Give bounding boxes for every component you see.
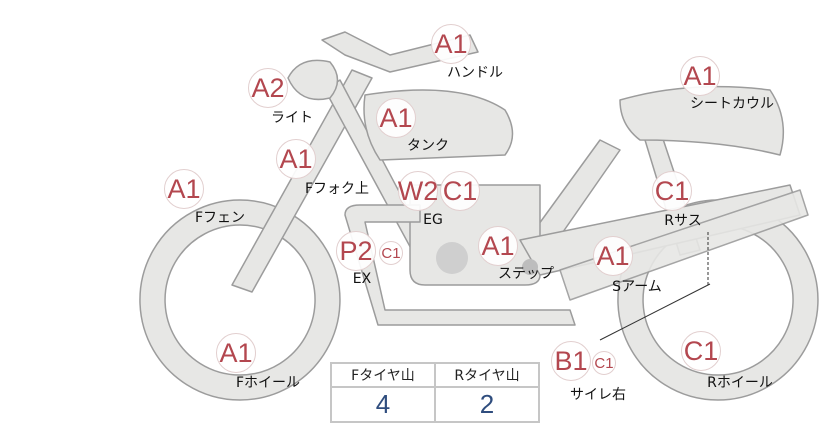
part-label: Fフォク上 xyxy=(304,181,370,197)
condition-badge: A2 xyxy=(248,68,288,108)
condition-badge: A1 xyxy=(164,169,204,209)
part-label: EX xyxy=(352,271,372,287)
condition-badge: C1 xyxy=(681,331,721,371)
rear-tread-value: 2 xyxy=(434,386,540,423)
part-label: Sアーム xyxy=(612,279,662,295)
exhaust-pipe xyxy=(344,204,576,326)
condition-badge-secondary: C1 xyxy=(592,351,616,375)
footpeg xyxy=(522,259,538,275)
part-label: Fフェン xyxy=(194,210,246,226)
condition-badge: A1 xyxy=(216,333,256,373)
front-tread-value: 4 xyxy=(330,386,436,423)
front-wheel xyxy=(139,199,341,401)
part-label: タンク xyxy=(407,138,449,154)
condition-badge: A1 xyxy=(376,98,416,138)
part-label: シートカウル xyxy=(690,96,774,112)
condition-badge: P2 xyxy=(336,231,376,271)
front-tread-header: Fタイヤ山 xyxy=(330,362,436,388)
rear-tread-header: Rタイヤ山 xyxy=(434,362,540,388)
condition-badge: W2 xyxy=(398,171,438,211)
muffler-leader-line xyxy=(599,283,711,341)
engine-cover xyxy=(436,242,468,274)
front-fork xyxy=(231,69,373,293)
part-label: ハンドル xyxy=(447,65,503,81)
part-label: ステップ xyxy=(498,266,554,282)
part-label: Rサス xyxy=(664,213,702,229)
part-label: Rホイール xyxy=(707,375,773,391)
condition-badge: B1 xyxy=(551,341,591,381)
condition-badge: A1 xyxy=(593,236,633,276)
condition-badge-secondary: C1 xyxy=(440,171,480,211)
condition-badge: A1 xyxy=(431,24,471,64)
condition-badge: C1 xyxy=(652,171,692,211)
condition-badge: A1 xyxy=(680,56,720,96)
condition-badge: A1 xyxy=(276,139,316,179)
part-label: サイレ右 xyxy=(570,387,626,403)
part-label: EG xyxy=(423,212,443,228)
condition-badge: A1 xyxy=(478,226,518,266)
handlebar xyxy=(321,31,479,73)
part-label: ライト xyxy=(271,110,313,126)
headlight xyxy=(287,59,339,101)
part-label: Fホイール xyxy=(235,375,301,391)
condition-badge-secondary: C1 xyxy=(379,241,403,265)
